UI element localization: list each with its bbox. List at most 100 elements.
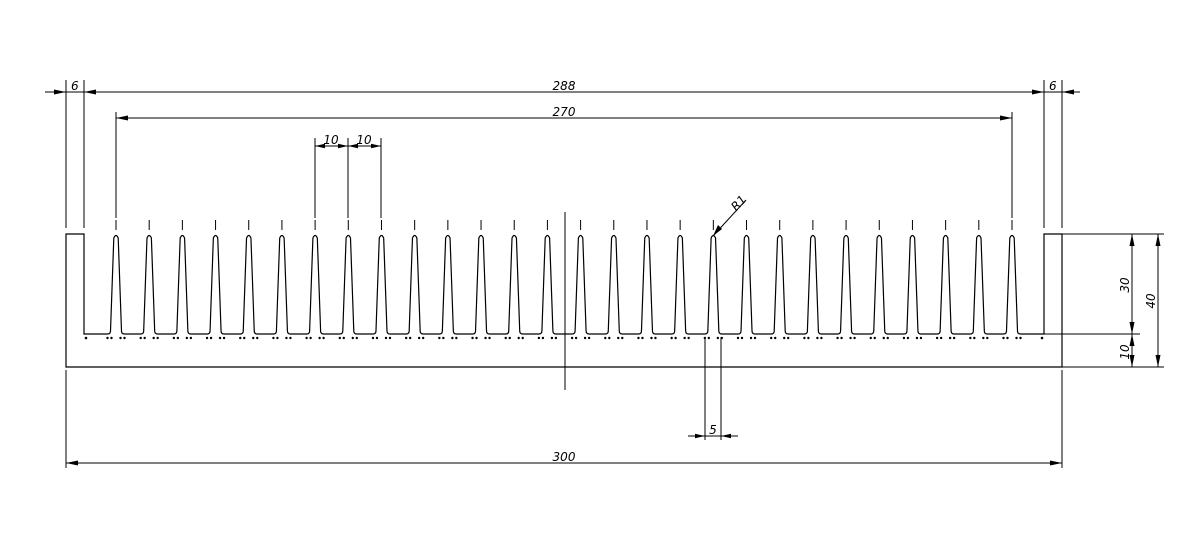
dim-pitch-b: 10 [356,133,372,147]
construction-point [820,336,823,340]
arrow [84,89,96,95]
arrow [371,143,381,149]
arrow [1000,115,1012,121]
dim-gap-text: 5 [709,423,717,437]
construction-point [939,336,943,340]
arrow [1155,234,1161,246]
construction-point [371,336,375,340]
arrow [1129,334,1135,346]
construction-point [740,336,744,340]
construction-point [637,336,640,340]
construction-point [674,336,677,340]
construction-point [172,336,176,340]
construction-point [906,336,910,340]
construction-point [882,336,885,340]
construction-point [404,336,408,340]
construction-point [252,336,255,340]
construction-point [156,336,159,340]
construction-point [189,336,193,340]
construction-point [707,336,711,340]
construction-point [484,336,487,340]
construction-point [451,336,454,340]
construction-point [753,336,757,340]
construction-point [969,336,972,340]
construction-point [550,336,554,340]
construction-point [869,336,872,340]
construction-point [982,336,985,340]
construction-point [840,336,843,340]
arrow [1129,355,1135,367]
construction-point [919,336,923,340]
construction-point [517,336,520,340]
arrow [1129,234,1135,246]
arrow [1032,89,1044,95]
construction-point [915,336,919,340]
construction-point [641,336,644,340]
construction-point [218,336,222,340]
construction-point [770,336,773,340]
construction-point [318,336,321,340]
construction-point [84,336,88,340]
construction-point [442,336,445,340]
construction-point [787,336,790,340]
construction-point [650,336,653,340]
construction-point [143,336,146,340]
construction-point [256,336,259,340]
construction-point [849,336,852,340]
construction-point [617,336,620,340]
construction-point [209,336,213,340]
construction-point [654,336,657,340]
construction-point [952,336,956,340]
construction-point [935,336,939,340]
profile-outline [65,233,1063,368]
construction-points [84,336,1044,340]
arrow [1050,460,1062,466]
construction-point [475,336,478,340]
dim-pitch-a: 10 [323,133,339,147]
construction-point [417,336,421,340]
construction-point [873,336,876,340]
construction-point [508,336,511,340]
construction-point [570,336,574,340]
construction-point [342,336,345,340]
construction-point [338,336,341,340]
dim-fin-span: 270 [115,105,1013,218]
construction-point [973,336,976,340]
construction-point [687,336,690,340]
construction-point [119,336,122,340]
arrow [695,433,705,439]
construction-point [322,336,325,340]
construction-point [305,336,308,340]
construction-point [355,336,358,340]
dim-overall: 300 [65,370,1063,468]
construction-point [471,336,474,340]
construction-point [1019,336,1022,340]
construction-point [853,336,856,340]
construction-point [375,336,379,340]
arrow [1129,322,1135,334]
dim-total-height: 40 [1144,293,1158,309]
construction-point [574,336,578,340]
construction-point [604,336,607,340]
construction-point [587,336,591,340]
construction-point [902,336,906,340]
dim-right-wall: 6 [1049,79,1057,93]
construction-point [106,336,109,340]
construction-point [541,336,545,340]
construction-point [670,336,673,340]
construction-point [309,336,312,340]
construction-point [1015,336,1018,340]
construction-point [554,336,558,340]
construction-point [243,336,246,340]
construction-point [1006,336,1009,340]
construction-point [521,336,524,340]
dim-gap: 5 [688,337,738,440]
arrow [315,143,325,149]
construction-point [388,336,392,340]
construction-point [736,336,740,340]
dim-left-wall: 6 [71,79,79,93]
construction-point [583,336,587,340]
construction-point [803,336,806,340]
construction-point [749,336,753,340]
